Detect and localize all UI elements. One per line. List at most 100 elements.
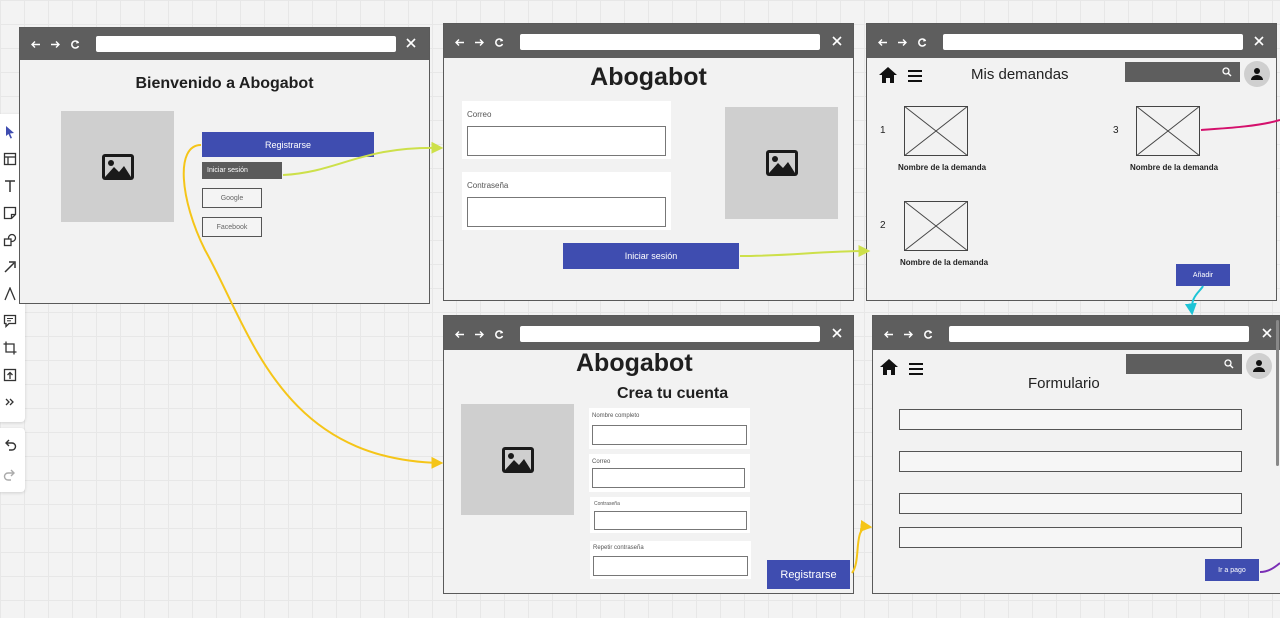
close-icon[interactable] [1253, 35, 1265, 47]
demanda-number: 1 [880, 125, 886, 136]
demanda-number: 3 [1113, 125, 1119, 136]
register-screen-frame: Abogabot Crea tu cuenta Nombre completo … [443, 315, 854, 594]
add-button[interactable]: Añadir [1176, 264, 1230, 286]
browser-bar [867, 24, 1276, 58]
comment-tool-icon[interactable] [2, 313, 18, 329]
form-field[interactable] [899, 493, 1242, 514]
forward-arrow-icon[interactable] [474, 37, 485, 48]
image-icon [765, 150, 798, 176]
address-bar[interactable] [520, 34, 820, 50]
close-icon[interactable] [1261, 327, 1273, 339]
home-icon[interactable] [879, 358, 899, 376]
menu-icon[interactable] [907, 69, 923, 83]
app-title: Abogabot [576, 349, 693, 377]
back-arrow-icon[interactable] [454, 37, 465, 48]
reload-icon[interactable] [494, 329, 505, 340]
back-arrow-icon[interactable] [877, 37, 888, 48]
password-label: Contraseña [467, 181, 509, 190]
address-bar[interactable] [520, 326, 820, 342]
landing-screen-frame: Bienvenido a Abogabot Registrarse Inicia… [19, 27, 430, 304]
pen-tool-icon[interactable] [2, 286, 18, 302]
fullname-field[interactable] [592, 425, 747, 445]
browser-bar [873, 316, 1280, 350]
connector-register-submit [851, 519, 873, 574]
image-placeholder [461, 404, 574, 515]
page-subtitle: Crea tu cuenta [617, 385, 729, 402]
demanda-thumbnail[interactable] [904, 106, 968, 156]
email-field[interactable] [592, 468, 745, 488]
demanda-number: 2 [880, 220, 886, 231]
form-field[interactable] [899, 409, 1242, 430]
repeat-password-field[interactable] [593, 556, 748, 576]
reload-icon[interactable] [917, 37, 928, 48]
menu-icon[interactable] [908, 362, 924, 376]
search-input[interactable] [1126, 354, 1242, 374]
form-field[interactable] [899, 527, 1242, 548]
close-icon[interactable] [405, 37, 417, 49]
redo-icon[interactable] [2, 467, 18, 483]
scrollbar[interactable] [1276, 320, 1279, 466]
go-to-payment-button[interactable]: Ir a pago [1205, 559, 1259, 581]
text-tool-icon[interactable] [2, 178, 18, 194]
page-title: Mis demandas [971, 66, 1069, 83]
password-field[interactable] [594, 511, 747, 530]
image-icon [501, 446, 534, 473]
back-arrow-icon[interactable] [454, 329, 465, 340]
reload-icon[interactable] [70, 39, 81, 50]
more-tools-icon[interactable] [2, 394, 18, 410]
forward-arrow-icon[interactable] [50, 39, 61, 50]
search-input[interactable] [1125, 62, 1240, 82]
demanda-thumbnail[interactable] [1136, 106, 1200, 156]
address-bar[interactable] [949, 326, 1249, 342]
crop-tool-icon[interactable] [2, 340, 18, 356]
register-submit-button[interactable]: Registrarse [767, 560, 850, 589]
reload-icon[interactable] [923, 329, 934, 340]
browser-bar [20, 28, 429, 60]
google-button[interactable]: Google [202, 188, 262, 208]
home-icon[interactable] [878, 66, 898, 84]
user-icon [1251, 68, 1263, 80]
login-button[interactable]: Iniciar sesión [202, 162, 282, 179]
facebook-button[interactable]: Facebook [202, 217, 262, 237]
address-bar[interactable] [943, 34, 1243, 50]
arrow-tool-icon[interactable] [2, 259, 18, 275]
password-card: Contraseña [462, 172, 671, 230]
forward-arrow-icon[interactable] [474, 329, 485, 340]
sticky-note-tool-icon[interactable] [2, 205, 18, 221]
back-arrow-icon[interactable] [883, 329, 894, 340]
avatar[interactable] [1244, 61, 1270, 87]
email-card: Correo [462, 101, 671, 159]
close-icon[interactable] [831, 35, 843, 47]
demanda-name[interactable]: Nombre de la demanda [900, 258, 989, 267]
demanda-name[interactable]: Nombre de la demanda [1130, 163, 1219, 172]
shapes-tool-icon[interactable] [2, 232, 18, 248]
frame-tool-icon[interactable] [2, 151, 18, 167]
history-palette [0, 428, 25, 492]
back-arrow-icon[interactable] [30, 39, 41, 50]
register-button[interactable]: Registrarse [202, 132, 374, 157]
demanda-name[interactable]: Nombre de la demanda [898, 163, 987, 172]
form-field[interactable] [899, 451, 1242, 472]
page-title: Bienvenido a Abogabot [135, 75, 314, 92]
password-card: Contraseña [590, 497, 750, 533]
select-tool-icon[interactable] [2, 124, 18, 140]
avatar[interactable] [1246, 353, 1272, 379]
reload-icon[interactable] [494, 37, 505, 48]
image-placeholder [725, 107, 838, 219]
fullname-label: Nombre completo [592, 413, 640, 419]
address-bar[interactable] [96, 36, 396, 52]
forward-arrow-icon[interactable] [897, 37, 908, 48]
email-label: Correo [592, 459, 611, 465]
password-field[interactable] [467, 197, 666, 227]
email-label: Correo [467, 110, 492, 119]
forward-arrow-icon[interactable] [903, 329, 914, 340]
email-field[interactable] [467, 126, 666, 156]
demanda-thumbnail[interactable] [904, 201, 968, 251]
repeat-password-card: Repetir contraseña [590, 541, 751, 579]
undo-icon[interactable] [2, 437, 18, 453]
close-icon[interactable] [831, 327, 843, 339]
browser-bar [444, 24, 853, 58]
upload-tool-icon[interactable] [2, 367, 18, 383]
login-submit-button[interactable]: Iniciar sesión [563, 243, 739, 269]
password-label: Contraseña [594, 501, 620, 507]
